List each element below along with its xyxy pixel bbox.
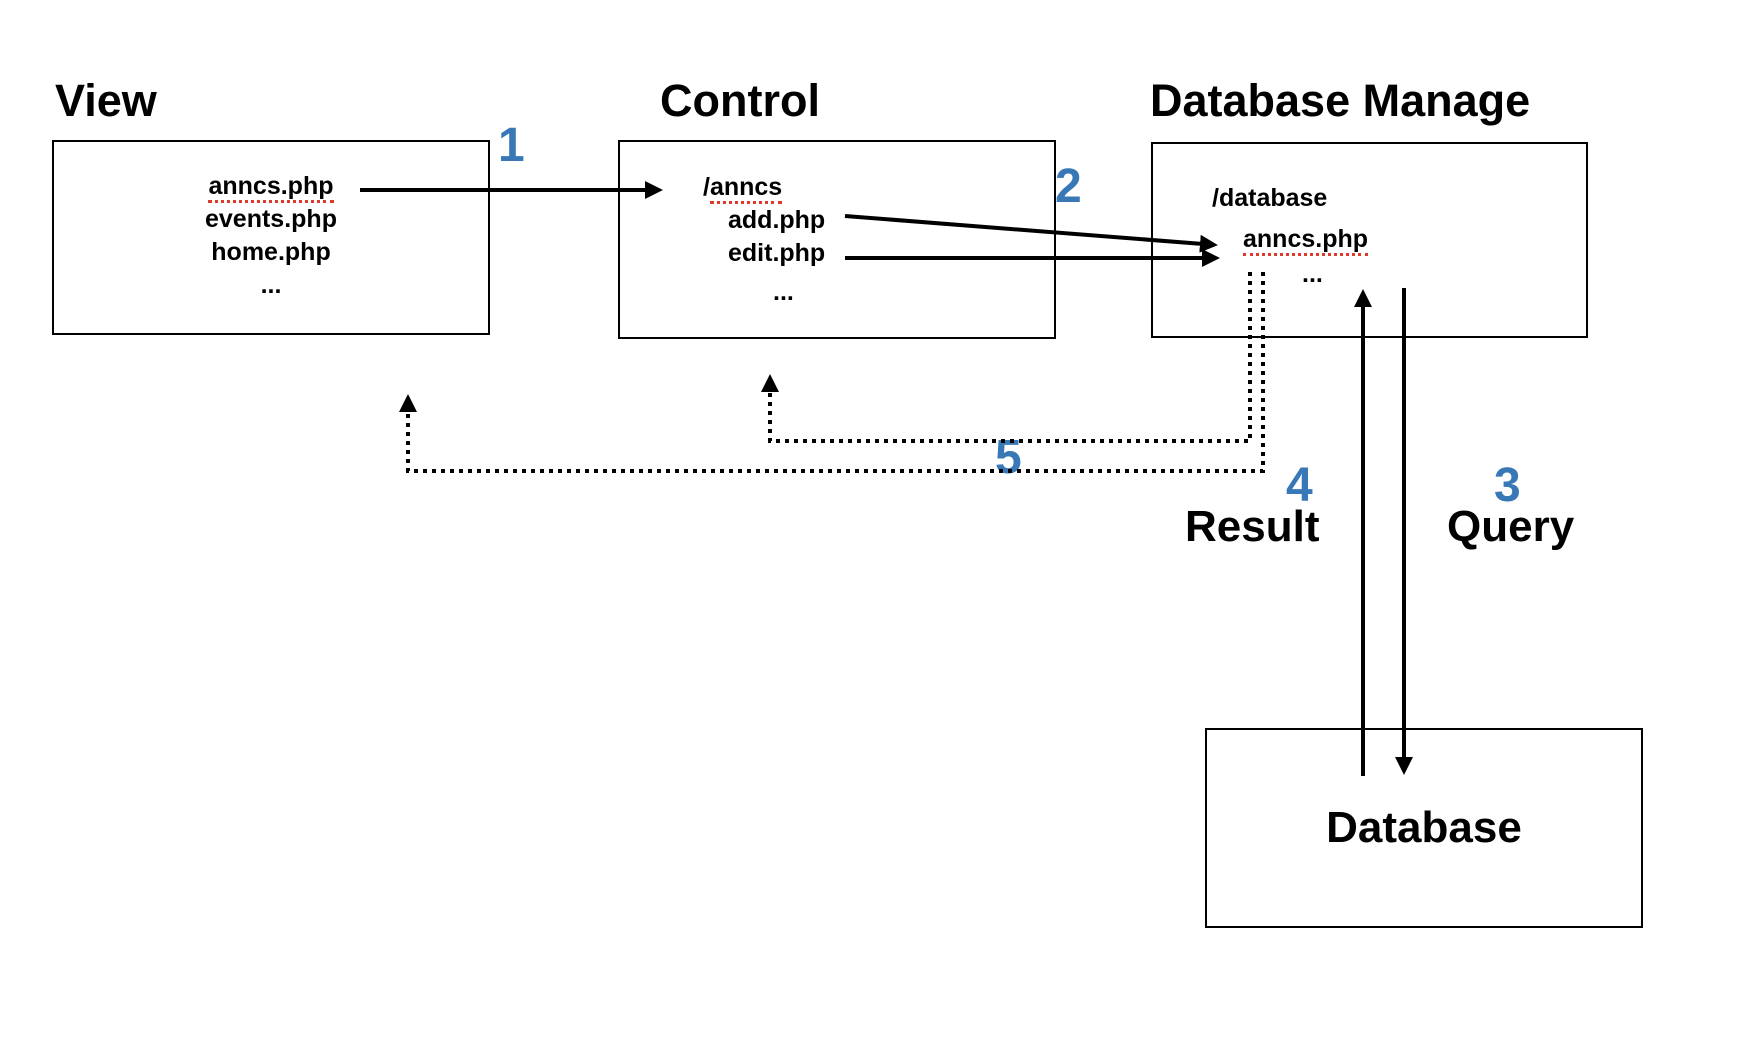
db-manage-title: Database Manage	[1150, 75, 1531, 126]
control-item: /anncs	[703, 171, 825, 204]
view-title: View	[55, 75, 157, 126]
control-title: Control	[660, 75, 820, 126]
control-box-items: /anncs add.php edit.php ...	[703, 171, 825, 309]
result-label: Result	[1185, 502, 1320, 551]
view-item-ellipsis: ...	[260, 271, 282, 299]
step-1-label: 1	[498, 119, 525, 172]
db-manage-box-items: /database anncs.php ...	[1212, 178, 1369, 295]
database-box: Database	[1205, 728, 1643, 928]
db-manage-item-ellipsis: ...	[1302, 260, 1323, 288]
database-label: Database	[1326, 803, 1522, 852]
view-box	[52, 140, 490, 335]
view-item: anncs.php	[52, 170, 490, 203]
view-item: events.php	[205, 205, 337, 233]
view-box-items: anncs.php events.php home.php ...	[52, 170, 490, 302]
control-item-ellipsis: ...	[773, 278, 794, 306]
query-label: Query	[1447, 502, 1575, 551]
db-manage-item: /database	[1212, 184, 1328, 212]
step-4-label: 4	[1286, 459, 1313, 512]
control-item: edit.php	[728, 239, 826, 267]
control-item: add.php	[728, 206, 826, 234]
db-manage-item: anncs.php	[1243, 219, 1369, 260]
control-box	[618, 140, 1056, 339]
view-item: home.php	[211, 238, 331, 266]
step-2-label: 2	[1055, 160, 1082, 213]
step-5-label: 5	[995, 431, 1022, 484]
step-3-label: 3	[1494, 459, 1521, 512]
